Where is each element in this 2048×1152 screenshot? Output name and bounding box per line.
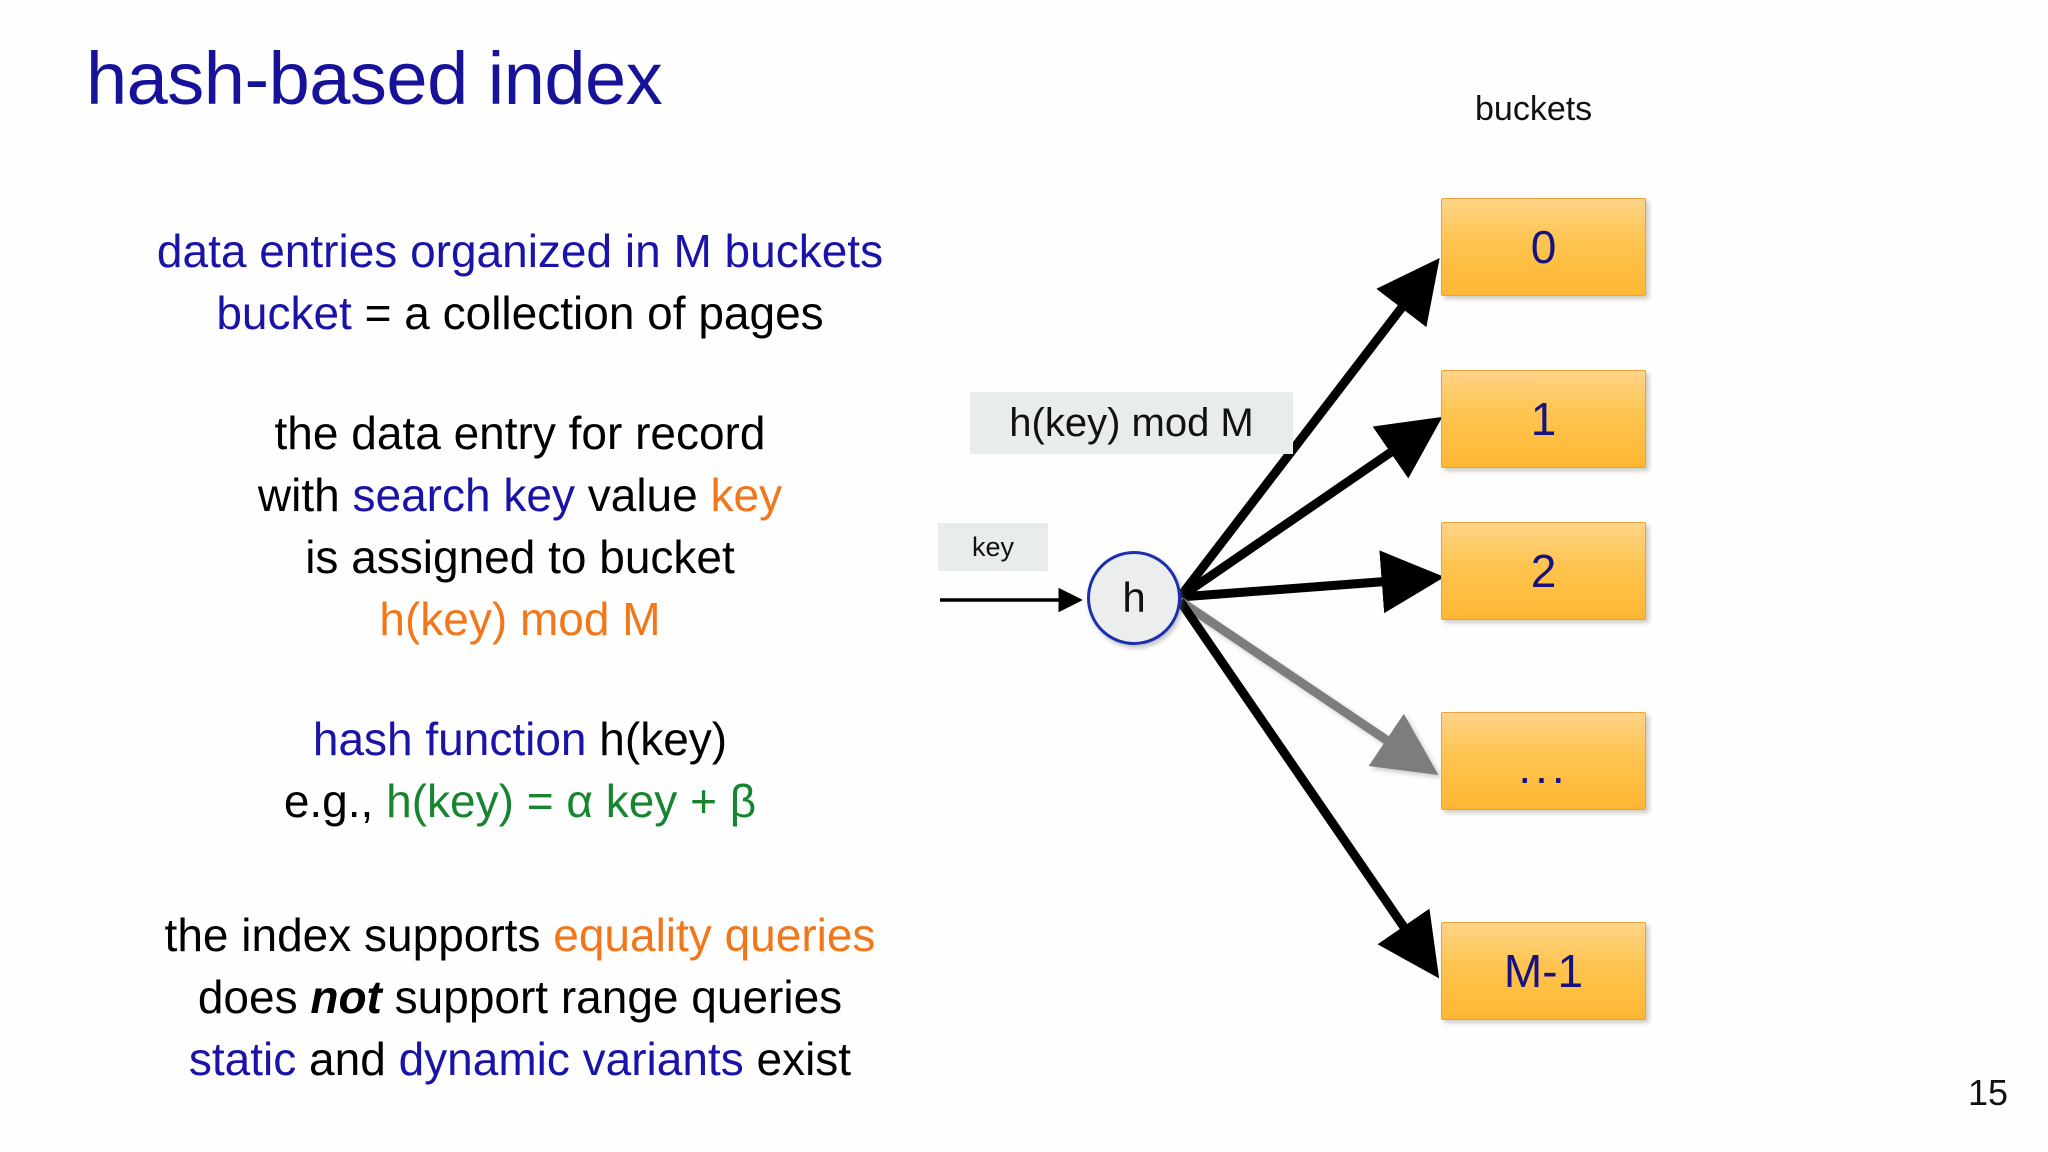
text-line: hash function h(key) [60, 708, 980, 770]
text-line: h(key) mod M [60, 588, 980, 650]
paragraph-properties: the index supports equality queries does… [60, 904, 980, 1090]
line-bucket-definition: = a collection of pages [351, 287, 824, 339]
page-title: hash-based index [86, 37, 663, 120]
bucket-box-2: 2 [1441, 522, 1646, 620]
text-line: e.g., h(key) = α key + β [60, 770, 980, 832]
hash-function-chip: h(key) mod M [970, 392, 1293, 454]
text-with: with [257, 469, 353, 521]
bucket-label-m-minus-1: M-1 [1503, 945, 1584, 997]
formula-linear-hash: h(key) = α key + β [386, 775, 757, 827]
term-key: key [710, 469, 783, 521]
term-bucket: bucket [216, 287, 352, 339]
bucket-label-1: 1 [1530, 393, 1557, 445]
line-is-assigned-to-bucket: is assigned to bucket [305, 531, 735, 583]
text-eg: e.g., [283, 775, 387, 827]
text-exist: exist [743, 1033, 852, 1085]
emphasis-not: not [310, 971, 382, 1023]
text-line: the data entry for record [60, 402, 980, 464]
page-number: 15 [1967, 1072, 2008, 1113]
text-value: value [574, 469, 711, 521]
bucket-label-2: 2 [1530, 545, 1557, 597]
bucket-box-ellipsis: ... [1441, 712, 1646, 810]
term-static: static [188, 1033, 297, 1085]
term-equality-queries: equality queries [553, 909, 876, 961]
term-hash-function: hash function [312, 713, 587, 765]
term-search-key: search key [352, 469, 575, 521]
formula-hkey-mod-m: h(key) mod M [379, 593, 661, 645]
text-line: data entries organized in M buckets [60, 220, 980, 282]
text-line: bucket = a collection of pages [60, 282, 980, 344]
buckets-caption: buckets [1475, 90, 1593, 128]
paragraph-hash-function: hash function h(key) e.g., h(key) = α ke… [60, 708, 980, 832]
text-hkey: h(key) [586, 713, 728, 765]
text-line: is assigned to bucket [60, 526, 980, 588]
bucket-box-0: 0 [1441, 198, 1646, 296]
arrow-hash-to-bucket-dots [1177, 597, 1439, 776]
hash-node-label: h [1122, 574, 1146, 621]
text-does: does [197, 971, 311, 1023]
paragraph-definition: data entries organized in M buckets buck… [60, 220, 980, 344]
bucket-box-1: 1 [1441, 370, 1646, 468]
slide-body-text: data entries organized in M buckets buck… [60, 220, 980, 1090]
term-dynamic-variants: dynamic variants [398, 1033, 744, 1085]
bucket-box-m-minus-1: M-1 [1441, 922, 1646, 1020]
text-line: static and dynamic variants exist [60, 1028, 980, 1090]
text-and: and [296, 1033, 399, 1085]
key-input-chip: key [938, 523, 1048, 571]
text-the-index-supports: the index supports [164, 909, 554, 961]
arrow-hash-to-bucket-2 [1179, 550, 1445, 614]
text-support-range-queries: support range queries [381, 971, 843, 1023]
bucket-label-0: 0 [1530, 221, 1557, 273]
text-line: with search key value key [60, 464, 980, 526]
text-line: does not support range queries [60, 966, 980, 1028]
arrow-hash-to-bucket-m1 [1176, 598, 1440, 979]
hash-function-node: h [1087, 551, 1181, 645]
paragraph-assignment: the data entry for record with search ke… [60, 402, 980, 650]
text-line: the index supports equality queries [60, 904, 980, 966]
line-the-data-entry-for-record: the data entry for record [274, 407, 766, 459]
bucket-label-ellipsis: ... [1518, 741, 1569, 793]
line-data-entries-organized: data entries organized in M buckets [156, 225, 884, 277]
